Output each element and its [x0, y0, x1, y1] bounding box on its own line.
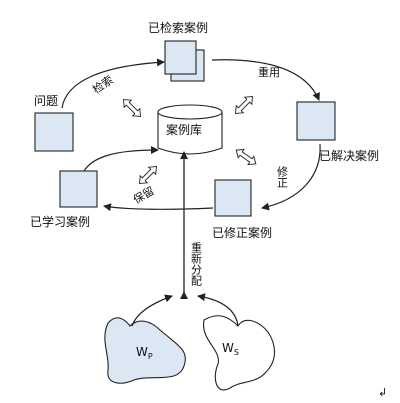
node-learned: [59, 170, 98, 208]
arc-revised-to-learned: [103, 203, 214, 212]
arc-problem-to-retrieved: [61, 58, 165, 109]
double-arrow-retrieve: [123, 99, 141, 117]
double-arrow-revise: [235, 148, 257, 166]
arc-retrieved-to-solved: [211, 59, 320, 101]
arc-learned-to-casebase: [81, 146, 159, 176]
node-solved: [296, 101, 336, 141]
label-retrieve: 检索: [90, 72, 116, 96]
label-redistribute: 重新分配: [190, 241, 203, 286]
label-solved: 已解决案例: [319, 148, 379, 163]
double-arrow-reuse: [235, 96, 253, 114]
label-revised: 已修正案例: [212, 225, 272, 240]
case-base-cylinder: [157, 104, 223, 155]
label-learned: 已学习案例: [30, 214, 90, 229]
node-retrieved-front: [164, 40, 197, 75]
label-case-base: 案例库: [166, 122, 202, 137]
label-problem: 问题: [34, 94, 58, 108]
curve-ws-to-center: [197, 293, 239, 327]
arc-solved-to-revised: [261, 143, 321, 211]
blob-wp: [104, 317, 186, 384]
label-ws: WS: [222, 341, 239, 357]
label-reuse: 重用: [258, 65, 280, 79]
label-retrieved: 已检索案例: [148, 20, 208, 35]
blob-ws: [203, 315, 276, 391]
node-revised: [214, 179, 252, 217]
return-mark: ↲: [378, 386, 387, 399]
label-wp: WP: [136, 345, 153, 361]
label-retain: 保留: [131, 183, 157, 206]
curve-wp-to-center: [131, 294, 173, 327]
node-problem: [34, 112, 74, 152]
double-arrow-retain: [139, 166, 157, 184]
label-revise: 修正: [276, 165, 289, 188]
